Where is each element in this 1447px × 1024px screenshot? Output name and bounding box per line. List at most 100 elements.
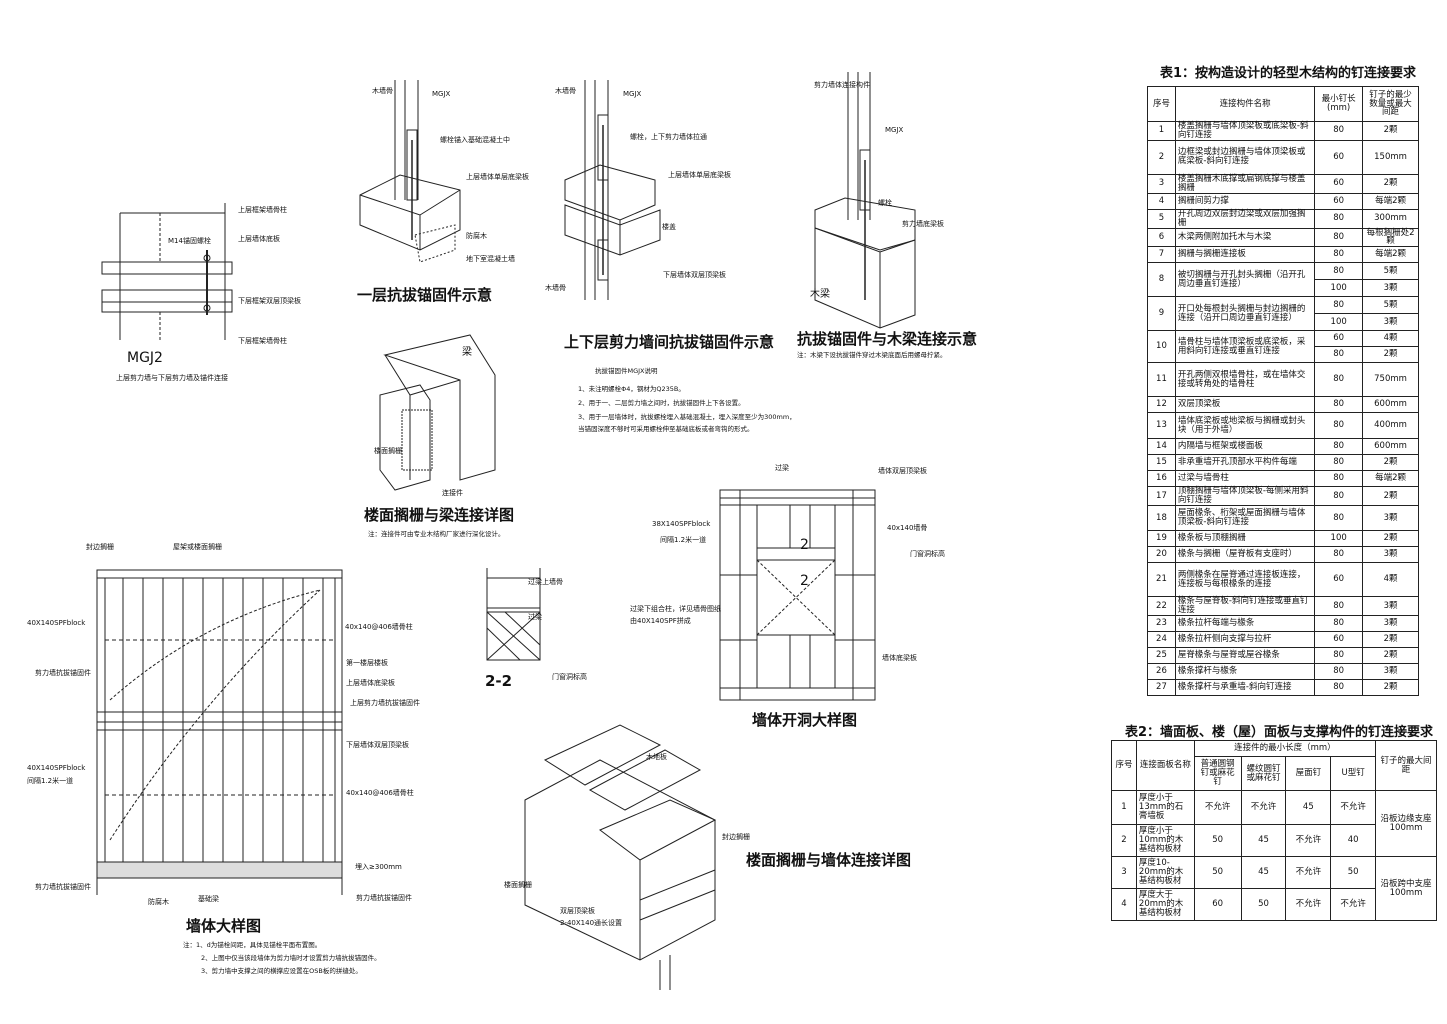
- opening-title: 墙体开洞大样图: [752, 711, 858, 729]
- table1-cell: 80: [1314, 663, 1364, 681]
- opening-label-1: 墙体双层顶梁板: [878, 467, 927, 475]
- table1-cell: 60: [1314, 173, 1364, 194]
- table1-cell: 80: [1314, 208, 1364, 229]
- joist-wall-label-2: 封边搁栅: [722, 833, 750, 841]
- table2-header-name: 连接面板名称: [1135, 740, 1195, 791]
- table2-header-no: 序号: [1111, 740, 1137, 791]
- wall-label-5: 第一楼层楼板: [346, 659, 388, 667]
- table1-cell: 15: [1147, 454, 1176, 472]
- wall-label-7: 上层剪力墙抗拔锚固件: [350, 699, 420, 707]
- table1-cell: 4颗: [1362, 330, 1419, 348]
- table1-cell: 13: [1147, 412, 1176, 440]
- table1-cell: 12: [1147, 396, 1176, 414]
- beam-title: 楼面搁栅与梁连接详图: [364, 506, 515, 524]
- joist-wall-title: 楼面搁栅与墙体连接详图: [746, 851, 912, 869]
- wall-drawing: [97, 570, 342, 895]
- table1-cell: 过梁与墙骨柱: [1174, 470, 1316, 488]
- joist-wall-label-0: 木地板: [646, 753, 667, 761]
- table1-cell: 80: [1314, 412, 1364, 440]
- table1-cell: 16: [1147, 470, 1176, 488]
- table1-header-no: 序号: [1147, 86, 1176, 122]
- table2-spacing-1: 沿板跨中支座 100mm: [1375, 856, 1437, 921]
- table1-cell: 80: [1314, 470, 1364, 488]
- d3-drawing: [815, 72, 915, 328]
- table2-cell: 50: [1193, 824, 1242, 857]
- table1-cell: 5颗: [1362, 262, 1419, 281]
- beam-drawing: [380, 335, 495, 490]
- table1-cell: 150mm: [1362, 139, 1419, 175]
- table1-cell: 1: [1147, 121, 1176, 141]
- table1-cell: 2颗: [1362, 121, 1419, 141]
- table1-cell: 100: [1314, 279, 1364, 298]
- table1-cell: 双层顶梁板: [1174, 396, 1316, 414]
- mgj2-detail: [102, 203, 232, 340]
- s22-label-2: 门窗洞标高: [552, 673, 587, 681]
- s22-drawing: [487, 568, 540, 660]
- table1-cell: 17: [1147, 486, 1176, 507]
- table1-cell: 400mm: [1362, 412, 1419, 440]
- beam-label-2: 连接件: [442, 489, 463, 497]
- table1-cell: 椽条与屋脊板-斜向钉连接或垂直钉连接: [1174, 596, 1316, 617]
- d1-drawing: [360, 80, 460, 262]
- wall-label-13: 剪力墙抗拔锚固件: [35, 883, 91, 891]
- table1-cell: 100: [1314, 530, 1364, 548]
- mgj2-title: MGJ2: [127, 350, 163, 366]
- table2-cell: 45: [1240, 856, 1287, 889]
- opening-drawing: [720, 490, 875, 700]
- table1-cell: 9: [1147, 296, 1176, 332]
- opening-label-4: 40x140墙骨: [887, 524, 928, 532]
- table1-cell: 21: [1147, 562, 1176, 598]
- table1-cell: 80: [1314, 615, 1364, 633]
- table1-cell: 600mm: [1362, 396, 1419, 414]
- mgj2-label-2: 上层墙体底板: [238, 235, 280, 243]
- wall-label-10: 间隔1.2米一道: [27, 777, 74, 785]
- table2-cell: 60: [1193, 888, 1242, 921]
- table1-cell: 椽条板与顶棚搁栅: [1174, 530, 1316, 548]
- table1-cell: 3颗: [1362, 279, 1419, 298]
- table2-cell: 2: [1111, 824, 1137, 857]
- table1-cell: 3颗: [1362, 546, 1419, 564]
- table1-cell: 600mm: [1362, 438, 1419, 456]
- table1-cell: 开孔周边双层封边梁或双层加强搁栅: [1174, 208, 1316, 229]
- d2-label-0: 木墙骨: [555, 87, 576, 95]
- table2-cell: 厚度10-20mm的木基结构板材: [1135, 856, 1195, 889]
- table1-cell: 80: [1314, 262, 1364, 281]
- d3-label-2: 螺栓: [878, 199, 892, 207]
- table1-cell: 楼盖搁栅木底撑或扁钢底撑与楼盖搁栅: [1174, 173, 1316, 194]
- table2-cell: 不允许: [1330, 888, 1377, 921]
- table1-cell: 19: [1147, 530, 1176, 548]
- mgj2-label-1: M14锚固螺栓: [168, 237, 211, 245]
- opening-label-7: 由40X140SPF拼成: [630, 617, 691, 625]
- d2-label-3: 上层墙体单层底梁板: [668, 171, 731, 179]
- table1-cell: 80: [1314, 296, 1364, 315]
- wall-note-2: 3、剪力墙中支撑之间的横撑应设置在OSB板的拼缝处。: [201, 967, 362, 975]
- d3-note: 注：木梁下设抗拔锚件穿过木梁底面后用螺母拧紧。: [797, 351, 947, 359]
- wall-note-0: 注：1、d为锚栓间距，具体见锚栓平面布置图。: [183, 941, 322, 949]
- mgj2-label-4: 下层框架墙骨柱: [238, 337, 287, 345]
- table1-cell: 27: [1147, 679, 1176, 697]
- table1-cell: 60: [1314, 192, 1364, 210]
- table1-cell: 80: [1314, 396, 1364, 414]
- joist-wall-drawing: [525, 725, 715, 990]
- table2-header-col-3: U型钉: [1330, 756, 1377, 791]
- opening-label-8: 墙体底梁板: [882, 654, 917, 662]
- d1-label-1: MGJX: [432, 90, 451, 98]
- table1-cell: 20: [1147, 546, 1176, 564]
- table1-cell: 内隔墙与框架或楼面板: [1174, 438, 1316, 456]
- table1-cell: 屋面椽条、桁架或屋面搁栅与墙体顶梁板-斜向钉连接: [1174, 505, 1316, 532]
- table2-cell: 不允许: [1285, 888, 1332, 921]
- table1-cell: 80: [1314, 121, 1364, 141]
- s22-title: 2-2: [485, 672, 513, 690]
